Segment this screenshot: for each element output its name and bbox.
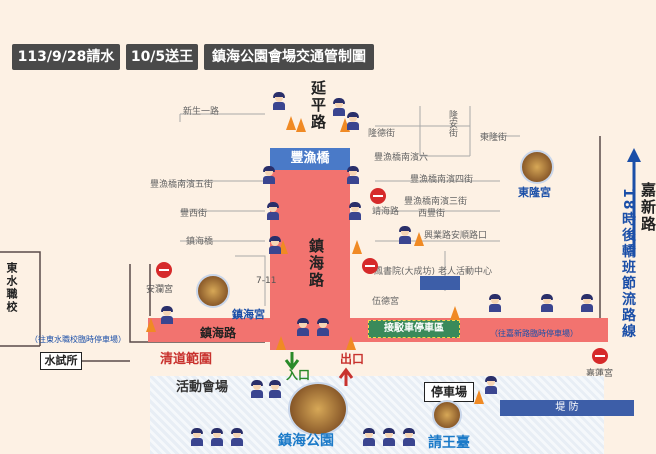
- traffic-cone-icon: [346, 336, 356, 350]
- zhenhai-temple-label: 鎮海宮: [232, 308, 265, 321]
- shuttle-left-label: （往東水職校臨時停車場）: [30, 335, 126, 344]
- traffic-cone-icon: [276, 336, 286, 350]
- street-fengyu-south-si: 豐漁橋南濱四街: [410, 175, 474, 185]
- traffic-cone-icon: [296, 118, 306, 132]
- date-badge-2: 10/5送王: [126, 44, 198, 70]
- police-officer-icon: [402, 428, 416, 446]
- street-xiyang: 豐漁橋南濱六: [374, 153, 429, 163]
- shuttle-right-label: （往嘉新路臨時停車場）: [490, 329, 578, 338]
- street-anshun: 興業路安順路口: [424, 231, 488, 241]
- street-fengyu-south-wei: 豐漁橋南濱五街: [150, 180, 214, 190]
- police-officer-icon: [230, 428, 244, 446]
- traffic-cone-icon: [278, 240, 288, 254]
- street-jinghai: 靖海路: [372, 207, 400, 217]
- route-arrow: [627, 148, 641, 256]
- zhenhai-road-horizontal-label: 鎮海路: [200, 326, 237, 340]
- zhenhai-temple-icon: [196, 274, 230, 308]
- police-officer-icon: [266, 202, 280, 220]
- dongsheng-temple-icon: [520, 150, 554, 184]
- police-officer-icon: [580, 294, 594, 312]
- dongsheng-temple-label: 東隆宮: [518, 186, 551, 199]
- jiatian-temple-label: 嘉蓮宮: [586, 369, 614, 379]
- seven-eleven-label: 7-11: [256, 276, 277, 286]
- police-officer-icon: [262, 166, 276, 184]
- dike-bar: 堤 防: [500, 400, 634, 416]
- zhenhai-park-label: 鎮海公園: [278, 433, 334, 449]
- police-officer-icon: [348, 202, 362, 220]
- traffic-cone-icon: [340, 118, 350, 132]
- no-entry-icon: [156, 262, 172, 278]
- police-officer-icon: [296, 318, 310, 336]
- page-title: 鎮海公園會場交通管制圖: [204, 44, 374, 70]
- traffic-cone-icon: [352, 240, 362, 254]
- jiaxin-road-label: 嘉新路: [639, 182, 656, 233]
- street-longyong: 隆德街: [368, 129, 396, 139]
- police-officer-icon: [332, 98, 346, 116]
- shuttle-route-note: 18時後轎班節流路線: [620, 188, 636, 340]
- yanping-road-label: 延平路: [309, 80, 327, 131]
- police-officer-icon: [382, 428, 396, 446]
- anan-temple-label: 安瀾宮: [146, 285, 174, 295]
- police-officer-icon: [268, 380, 282, 398]
- entrance-arrow-icon: [284, 352, 300, 371]
- parking-label: 停車場: [424, 382, 474, 402]
- police-officer-icon: [210, 428, 224, 446]
- street-fengxi: 豐西街: [180, 209, 208, 219]
- date-badge-1: 113/9/28請水: [12, 44, 120, 70]
- fengyu-bridge: 豐漁橋: [270, 148, 350, 170]
- no-entry-icon: [592, 348, 608, 364]
- traffic-cone-icon: [286, 116, 296, 130]
- street-xinsheng: 新生一路: [183, 107, 220, 117]
- police-officer-icon: [346, 112, 360, 130]
- entrance-label: 入口: [286, 368, 311, 382]
- police-officer-icon: [268, 236, 282, 254]
- shuishi-label: 水試所: [40, 352, 82, 370]
- exit-arrow-icon: [338, 367, 354, 386]
- event-area-label: 活動會場: [176, 380, 229, 395]
- zhenhai-park-icon: [288, 382, 348, 436]
- police-officer-icon: [484, 376, 498, 394]
- clean-area-label: 清道範圍: [160, 352, 213, 367]
- exit-label: 出口: [340, 352, 365, 366]
- police-officer-icon: [272, 92, 286, 110]
- police-officer-icon: [160, 306, 174, 324]
- traffic-cone-icon: [474, 390, 484, 404]
- qingwang-icon: [432, 400, 462, 430]
- street-reading: 鳳書院(大成坊): [374, 267, 436, 277]
- traffic-cone-icon: [414, 232, 424, 246]
- shuttle-stop-box: 接駁車停車區: [368, 320, 460, 338]
- street-zhenhai-bridge: 鎮海橋: [186, 237, 214, 247]
- dongshui-school-label: 東水職校: [5, 262, 18, 314]
- street-lidao: 伍德宮: [372, 297, 400, 307]
- zhenhai-road-vertical-label: 鎮海路: [307, 238, 325, 289]
- police-officer-icon: [316, 318, 330, 336]
- police-officer-icon: [540, 294, 554, 312]
- police-officer-icon: [346, 166, 360, 184]
- zhenhai-road-upper: [292, 168, 336, 308]
- street-fengyu-south-san: 豐漁橋南濱三街: [404, 197, 468, 207]
- street-longan: 隆安街: [447, 110, 457, 137]
- police-officer-icon: [398, 226, 412, 244]
- qingwang-label: 請王臺: [428, 435, 470, 451]
- traffic-cone-icon: [146, 318, 156, 332]
- police-officer-icon: [250, 380, 264, 398]
- traffic-cone-icon: [450, 306, 460, 320]
- police-officer-icon: [190, 428, 204, 446]
- no-entry-icon: [370, 188, 386, 204]
- street-xifeng: 西豐街: [418, 209, 446, 219]
- street-longdong: 東隆街: [480, 133, 508, 143]
- police-officer-icon: [488, 294, 502, 312]
- street-gym: 老人活動中心: [438, 267, 493, 277]
- police-officer-icon: [362, 428, 376, 446]
- blue-building: [420, 276, 460, 290]
- no-entry-icon: [362, 258, 378, 274]
